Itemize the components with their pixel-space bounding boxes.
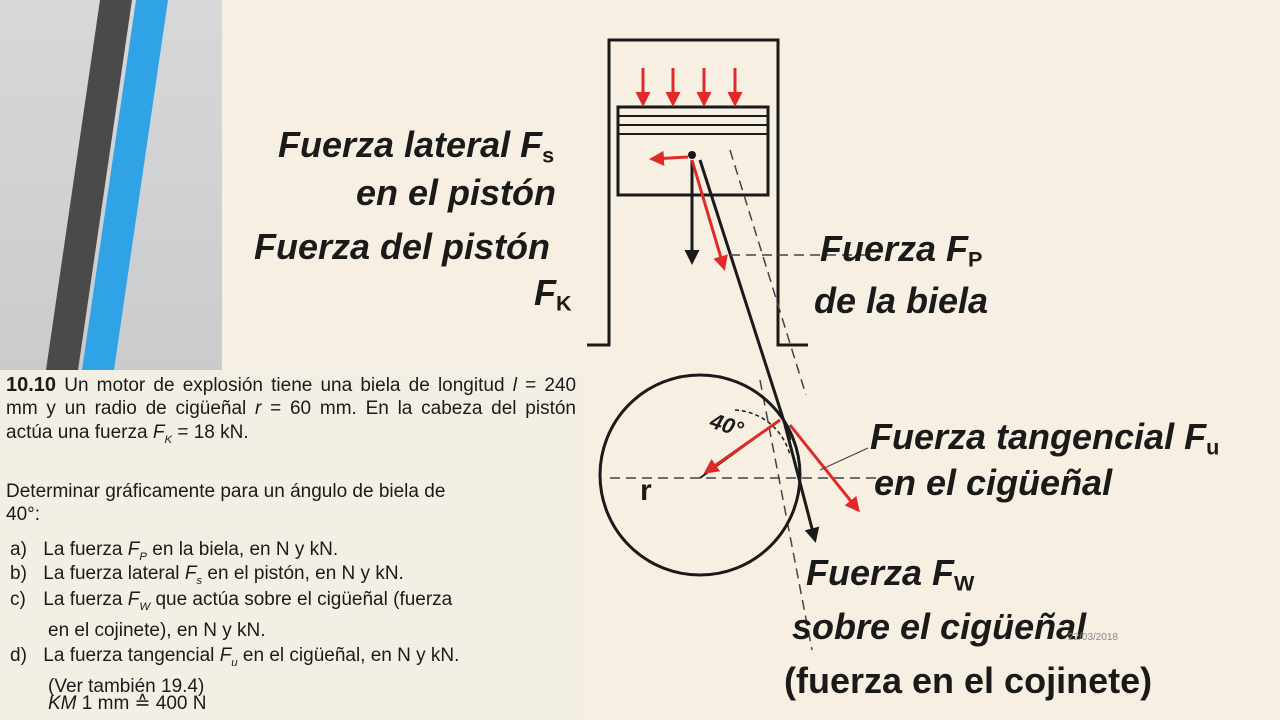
item-var: FP — [127, 539, 148, 563]
problem-number: 10.10 — [6, 374, 57, 396]
tangential-force-title: Fuerza tangencial F — [870, 416, 1207, 457]
list-item-b: b) La fuerza lateral Fs en el pistón, en… — [10, 562, 580, 593]
intro-line-4: = 60 — [270, 398, 312, 420]
list-item-d: d) La fuerza tangencial Fu en el cigüeña… — [10, 644, 580, 698]
scale-text: 1 mm ≙ 400 N — [81, 693, 207, 714]
angle-arc — [734, 409, 791, 456]
lateral-force-title: Fuerza lateral F — [278, 124, 543, 165]
lateral-force-label: Fuerza lateral Fs — [278, 124, 554, 168]
dark-stripe — [46, 0, 132, 370]
var-fk: FK — [152, 421, 173, 446]
item-letter: c) — [10, 589, 26, 610]
item-letter: b) — [10, 563, 27, 584]
piston-pin — [688, 151, 696, 159]
item-pre: La fuerza — [43, 589, 123, 610]
bearing-force-label-line3: (fuerza en el cojinete) — [784, 660, 1153, 701]
item-post: en el pistón, en N y kN. — [207, 563, 404, 584]
bearing-force-label: Fuerza FW — [806, 552, 974, 596]
item-post: que actúa sobre el cigüeñal (fuerza — [155, 589, 453, 610]
determine-text: Determinar gráficamente para un ángulo d… — [6, 480, 576, 527]
rod-force-label-line2: de la biela — [814, 280, 989, 321]
problem-statement: 10.10 Un motor de explosión tiene una bi… — [0, 370, 585, 720]
tangential-inner-arrow — [703, 418, 781, 474]
item-var: Fs — [184, 563, 203, 587]
list-item-c: c) La fuerza FW que actúa sobre el cigüe… — [10, 588, 580, 642]
var-l: l — [512, 375, 517, 396]
cylinder — [587, 38, 808, 347]
leader-line — [819, 447, 869, 471]
item-letter: d) — [10, 645, 27, 666]
item-pre: La fuerza — [43, 539, 123, 560]
engine-force-diagram: 40° r Fuerza lateral Fs en el pistón Fue… — [222, 0, 1280, 720]
angle-label: 40° — [706, 408, 747, 442]
item-cont: (Ver también 19.4) — [48, 676, 205, 698]
connecting-rod — [698, 159, 792, 441]
piston-force-symbol: FK — [534, 272, 572, 316]
rod-force-title: Fuerza F — [820, 228, 969, 269]
item-pre: La fuerza lateral — [43, 563, 180, 584]
intro-line-2: longitud — [437, 375, 505, 396]
var-r: r — [255, 398, 262, 420]
diagram-drawing: 40° r — [587, 38, 880, 651]
item-pre: La fuerza tangencial — [43, 645, 215, 666]
pressure-arrows — [635, 68, 743, 107]
decorative-stripes — [46, 0, 168, 370]
item-post: en la biela, en N y kN. — [152, 539, 339, 560]
lateral-force-subscript: s — [542, 142, 555, 168]
bearing-force-arrow — [783, 424, 820, 543]
item-var: Fu — [219, 645, 238, 669]
lateral-force-arrow — [649, 150, 689, 166]
bearing-force-subscript: W — [954, 570, 975, 596]
tangential-force-subscript: u — [1206, 434, 1220, 460]
scale-note: KM 1 mm ≙ 400 N — [10, 692, 618, 715]
blue-stripe — [82, 0, 168, 370]
intro-line-7: kN. — [220, 421, 249, 443]
bearing-force-label-line2: sobre el cigüeñal — [792, 606, 1087, 647]
slide-decoration-panel — [0, 0, 222, 370]
piston — [616, 105, 770, 197]
radius-label: r — [640, 474, 652, 507]
piston-force-label: Fuerza del pistón — [254, 226, 551, 267]
item-var: FW — [127, 589, 151, 613]
crank-circle — [598, 373, 802, 577]
tangential-force-label: Fuerza tangencial Fu — [870, 416, 1219, 460]
intro-line-1: Un motor de explosión tiene una biela de — [64, 375, 430, 396]
piston-force-subscript: K — [556, 290, 572, 316]
intro-line-6: = 18 — [177, 421, 215, 443]
item-post: en el cigüeñal, en N y kN. — [242, 645, 460, 666]
rod-force-subscript: P — [968, 246, 983, 272]
bearing-force-title: Fuerza F — [806, 552, 955, 593]
lateral-force-label-line2: en el pistón — [356, 172, 557, 213]
problem-intro: 10.10 Un motor de explosión tiene una bi… — [6, 374, 576, 452]
slide-date: 22/03/2018 — [1068, 632, 1119, 643]
item-letter: a) — [10, 539, 27, 560]
piston-force-var: F — [534, 272, 556, 313]
list-item-a: a) La fuerza FP en la biela, en N y kN. — [10, 538, 580, 569]
construction-lines — [610, 149, 880, 651]
scale-var: KM — [48, 693, 77, 714]
tangential-force-label-line2: en el cigüeñal — [874, 462, 1113, 503]
rod-force-label: Fuerza FP — [820, 228, 982, 272]
determine-line-2: 40°: — [6, 504, 41, 526]
intro-line-3: = 240 mm y un radio de cigüeñal — [6, 375, 577, 420]
tangential-force-arrow — [788, 424, 860, 513]
rod-force-arrow — [690, 159, 728, 271]
determine-line-1: Determinar gráficamente para un ángulo d… — [6, 481, 446, 502]
item-cont: en el cojinete), en N y kN. — [48, 620, 266, 642]
intro-line-5: mm. En la cabeza del pistón actúa una fu… — [6, 398, 576, 443]
